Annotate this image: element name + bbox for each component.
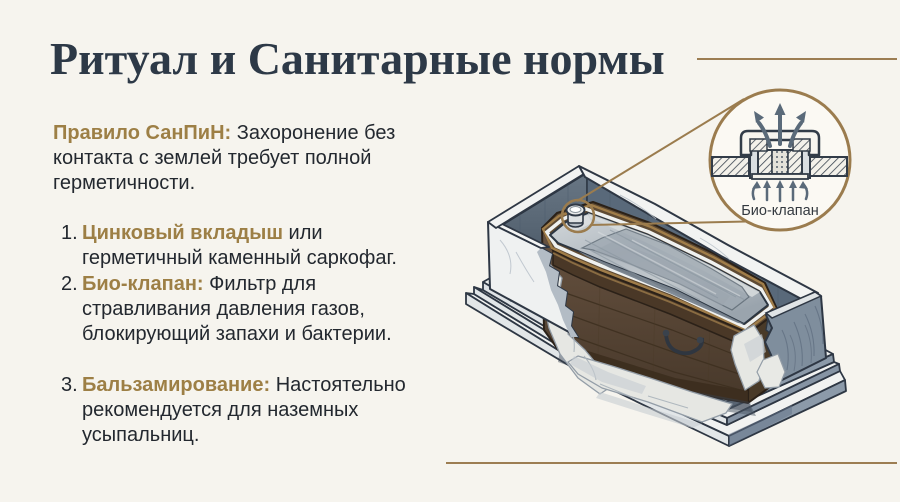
svg-text:Био-клапан: Био-клапан bbox=[741, 203, 818, 219]
